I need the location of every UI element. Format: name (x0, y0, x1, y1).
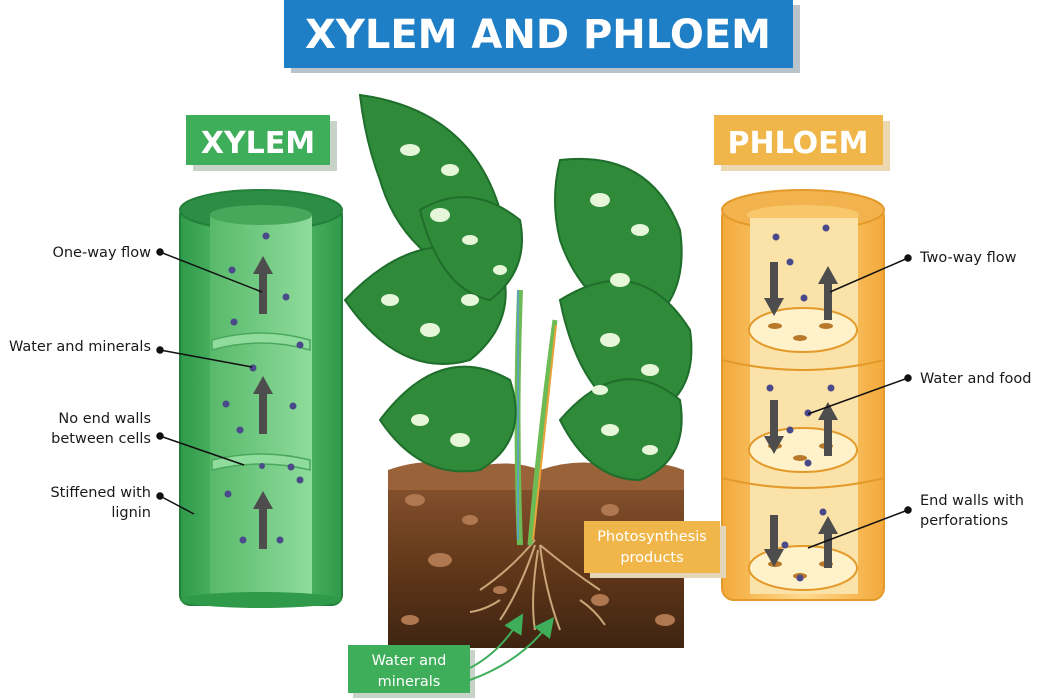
phloem-sieve-tube (721, 189, 885, 601)
roots (469, 539, 606, 631)
photosynthesis-label-line2: products (620, 550, 683, 566)
label-stiffened-2: lignin (111, 505, 151, 521)
photosynthesis-products-box: Photosynthesis products (584, 521, 726, 578)
phloem-flow-arrows (764, 262, 838, 568)
label-xylem-water-minerals: Water and minerals (9, 339, 151, 355)
phloem-heading: PHLOEM (728, 126, 869, 161)
label-one-way-flow: One-way flow (52, 245, 151, 261)
xylem-heading: XYLEM (201, 126, 315, 161)
xylem-heading-badge: XYLEM (186, 115, 337, 171)
label-water-food: Water and food (920, 371, 1031, 387)
title-banner: XYLEM AND PHLOEM (284, 0, 800, 73)
xylem-flow-arrows (253, 256, 273, 549)
phloem-food-dots (766, 224, 835, 582)
label-no-end-walls-2: between cells (51, 431, 151, 447)
water-arrow-2 (469, 617, 555, 681)
label-stiffened-1: Stiffened with (50, 485, 151, 501)
water-minerals-box-line2: minerals (378, 674, 441, 690)
label-end-walls-1: End walls with (920, 493, 1024, 509)
xylem-mineral-dots (222, 232, 304, 544)
water-minerals-box: Water and minerals (348, 645, 475, 698)
leaf-holes (381, 144, 659, 455)
water-minerals-box-line1: Water and (372, 653, 447, 669)
photosynthesis-label-line1: Photosynthesis (597, 529, 707, 545)
phloem-callout-lines (807, 254, 912, 549)
label-no-end-walls-1: No end walls (58, 411, 151, 427)
water-arrow-1 (469, 613, 524, 669)
xylem-vessel (179, 189, 343, 608)
phloem-heading-badge: PHLOEM (714, 115, 890, 171)
xylem-callout-lines (156, 248, 263, 515)
label-end-walls-2: perforations (920, 513, 1008, 529)
label-two-way-flow: Two-way flow (919, 250, 1017, 266)
page-title: XYLEM AND PHLOEM (305, 12, 771, 58)
plant (343, 93, 693, 546)
